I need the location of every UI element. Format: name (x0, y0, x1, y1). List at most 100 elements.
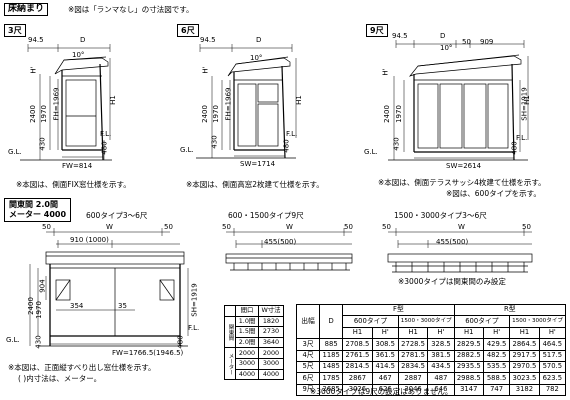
label-gl: G.L. (364, 148, 378, 156)
width-table-group-kanto: 関東間 (224, 315, 236, 349)
label-fl: F.L. (188, 324, 200, 332)
spec-table-cell: 2814.5 (342, 360, 373, 374)
dim-480: 480 (176, 335, 185, 349)
width-table-cell: 3640 (258, 336, 284, 349)
width-table-cell: 2000 (258, 347, 284, 359)
label-fl: F.L. (286, 130, 298, 138)
spec-table-cell: 328.5 (427, 338, 455, 351)
dim-50-left: 50 (42, 223, 51, 231)
beam-view-600-1500 (225, 228, 353, 271)
dim-430: 430 (392, 137, 401, 151)
spec-table-cell: 2882.5 (453, 349, 484, 362)
spec-table-cell: 2935.5 (453, 360, 484, 374)
front-title-box: 関東間 2.0間 メーター 4000 (4, 198, 72, 222)
width-table-corner (224, 305, 236, 317)
spec-table-cell: 623.5 (538, 372, 567, 385)
spec-table-cell: 2917.5 (509, 349, 540, 362)
label-gl: G.L. (8, 148, 22, 156)
spec-table-cell: 4尺 (295, 349, 321, 362)
panel-label-3shaku: 3尺 (4, 24, 26, 37)
front-title-line2: メーター 4000 (9, 210, 67, 219)
spec-table-cell: 782 (538, 383, 567, 397)
dim-50: 50 (462, 38, 471, 46)
beam1-type-label: 600・1500タイプ9尺 (228, 211, 304, 220)
dim-fw: FW=814 (62, 162, 93, 170)
beam1-dim-w: W (286, 223, 293, 231)
beam1-dim-50-right: 50 (344, 223, 353, 231)
spec-table-cell: 570.5 (538, 360, 567, 374)
dim-904: 904 (38, 279, 47, 293)
spec-table-cell: 361.5 (371, 349, 399, 362)
dim-angle: 10° (250, 54, 263, 62)
panel-caption-9shaku-2: ※図は、600タイプを示す。 (446, 189, 541, 198)
front-title-line1: 関東間 2.0間 (9, 200, 58, 209)
spec-table-cell: 3147 (453, 383, 484, 397)
label-fl: F.L. (516, 134, 528, 142)
beam-view-1500-3000 (387, 228, 533, 273)
dim-2400: 2400 (200, 105, 209, 123)
spec-table-cell: 308.5 (371, 338, 399, 351)
dim-480: 480 (510, 141, 519, 155)
spec-table-cell: 381.5 (427, 349, 455, 362)
spec-table: 出幅 D F型 R型 600タイプ 1500・3000タイプ 600タイプ 15… (295, 303, 567, 397)
dim-35: 35 (118, 302, 127, 310)
spec-table-cell: 535.5 (482, 360, 511, 374)
spec-table-cell: 2864.5 (509, 338, 540, 351)
spec-header-depth: 出幅 (295, 303, 321, 340)
spec-table-cell: 517.5 (538, 349, 567, 362)
dim-430: 430 (38, 137, 47, 151)
front-type-label: 600タイプ3～6尺 (86, 211, 148, 220)
spec-table-cell: 2728.5 (397, 338, 429, 351)
spec-table-cell: 434.5 (427, 360, 455, 374)
spec-header-f-600: 600タイプ (342, 315, 399, 328)
spec-header-h1: H1 (342, 326, 373, 340)
dim-sh: SH=1919 (520, 87, 529, 121)
dim-h-prime: H' (201, 66, 210, 74)
beam1-dim-inner: 455(500) (264, 238, 297, 246)
spec-table-cell: 5尺 (295, 360, 321, 374)
dim-1970: 1970 (34, 301, 43, 319)
spec-table-cell: 885 (319, 338, 344, 351)
dim-h1: H1 (108, 95, 117, 105)
width-table-group-meter: メーター (224, 347, 236, 381)
label-gl: G.L. (6, 336, 20, 344)
beam2-note: ※3000タイプは関東間のみ設定 (398, 277, 506, 286)
spec-table-note: ※3000タイプは9尺の設定はありません。 (310, 387, 453, 396)
dim-2400: 2400 (28, 105, 37, 123)
spec-table-cell: 2834.5 (397, 360, 429, 374)
dim-sw: SW=1714 (240, 160, 276, 168)
spec-table-cell: 1785 (319, 372, 344, 385)
section-title: 床納まり (4, 3, 49, 16)
panel-label-9shaku: 9尺 (366, 24, 388, 37)
front-elevation (29, 228, 189, 347)
spec-table-cell: 464.5 (538, 338, 567, 351)
spec-table-cell: 482.5 (482, 349, 511, 362)
spec-header-hp: H' (427, 326, 455, 340)
side-view-6shaku (196, 44, 297, 159)
spec-table-cell: 1185 (319, 349, 344, 362)
width-table-cell: 1.5間 (235, 326, 259, 338)
dim-sh: SH=1919 (190, 283, 199, 317)
dim-2400: 2400 (382, 105, 391, 123)
width-table-cell: 2.0間 (235, 336, 259, 349)
spec-table-cell: 2708.5 (342, 338, 373, 351)
spec-table-cell: 414.5 (371, 360, 399, 374)
spec-header-r-600: 600タイプ (453, 315, 511, 328)
width-table-cell: 1820 (258, 315, 284, 328)
dim-fh: FH=1969 (224, 87, 233, 121)
spec-table-cell: 2887 (397, 372, 429, 385)
spec-table-cell: 588.5 (482, 372, 511, 385)
spec-header-h1: H1 (509, 326, 540, 340)
dim-fh: FH=1969 (52, 87, 61, 121)
spec-table-cell: 3046 (397, 383, 429, 397)
beam2-dim-50-left: 50 (382, 223, 391, 231)
spec-table-cell: 467 (371, 372, 399, 385)
dim-480: 480 (100, 141, 109, 155)
spec-header-h1: H1 (397, 326, 429, 340)
spec-header-f-type: F型 (342, 303, 455, 317)
spec-header-r-1500: 1500・3000タイプ (509, 315, 566, 328)
